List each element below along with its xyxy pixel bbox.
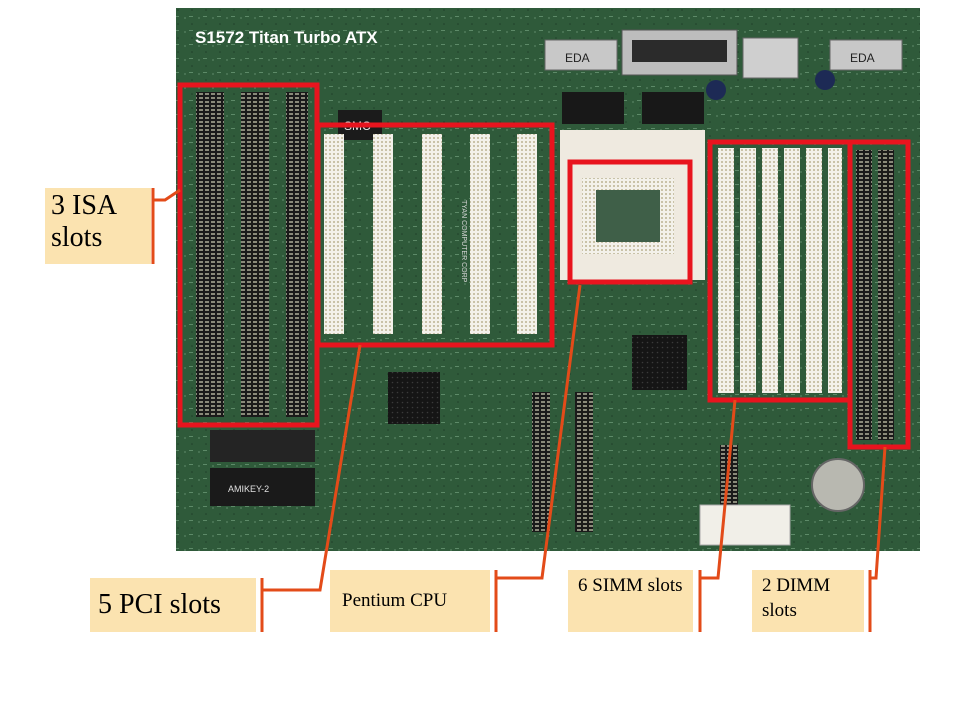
keyboard-controller xyxy=(210,430,315,462)
io-connectors: EDA EDA xyxy=(544,29,903,79)
cmos-battery xyxy=(811,458,865,512)
bios-chip xyxy=(210,468,315,506)
pci-slots: TYAN COMPUTER CORP xyxy=(324,134,537,334)
pci-highlight-box xyxy=(315,122,555,348)
simm-slots xyxy=(718,148,842,393)
chipset-chip xyxy=(632,335,687,390)
cpu-highlight-box xyxy=(567,159,693,285)
bios-chip-label: AMIKEY-2 xyxy=(228,484,269,494)
pci-silkscreen: TYAN COMPUTER CORP xyxy=(460,200,467,283)
capacitor xyxy=(815,70,835,90)
port-label-left: EDA xyxy=(565,51,590,65)
dimm-highlight-box xyxy=(847,139,911,450)
highlight-boxes xyxy=(177,82,911,450)
isa-slots-label: 3 ISA slots xyxy=(45,188,151,264)
isa-leader-line xyxy=(153,188,181,202)
cpu-socket xyxy=(560,130,705,280)
dimm-slots-label: 2 DIMM slots xyxy=(752,570,864,632)
pci-slots-label: 5 PCI slots xyxy=(90,578,256,632)
pci-leader-line xyxy=(262,344,362,592)
simm-slots-label: 6 SIMM slots xyxy=(568,570,693,632)
motherboard-photo: S1572 Titan Turbo ATX EDA EDA SMC xyxy=(176,8,920,551)
ide-header xyxy=(575,392,593,532)
leader-lines xyxy=(151,188,887,632)
cache-chip xyxy=(562,92,624,124)
dimm-slots xyxy=(856,150,894,440)
board-title: S1572 Titan Turbo ATX xyxy=(195,28,378,47)
power-connector xyxy=(699,504,791,546)
chipset-chip xyxy=(388,372,440,424)
cpu-leader-line xyxy=(496,284,582,580)
isa-slots xyxy=(196,92,308,417)
port-label-right: EDA xyxy=(850,51,875,65)
capacitor xyxy=(706,80,726,100)
pentium-cpu-label: Pentium CPU xyxy=(330,570,490,632)
simm-leader-line xyxy=(700,399,737,580)
cache-chip xyxy=(642,92,704,124)
ide-header xyxy=(532,392,550,532)
dimm-leader-line xyxy=(870,446,887,580)
